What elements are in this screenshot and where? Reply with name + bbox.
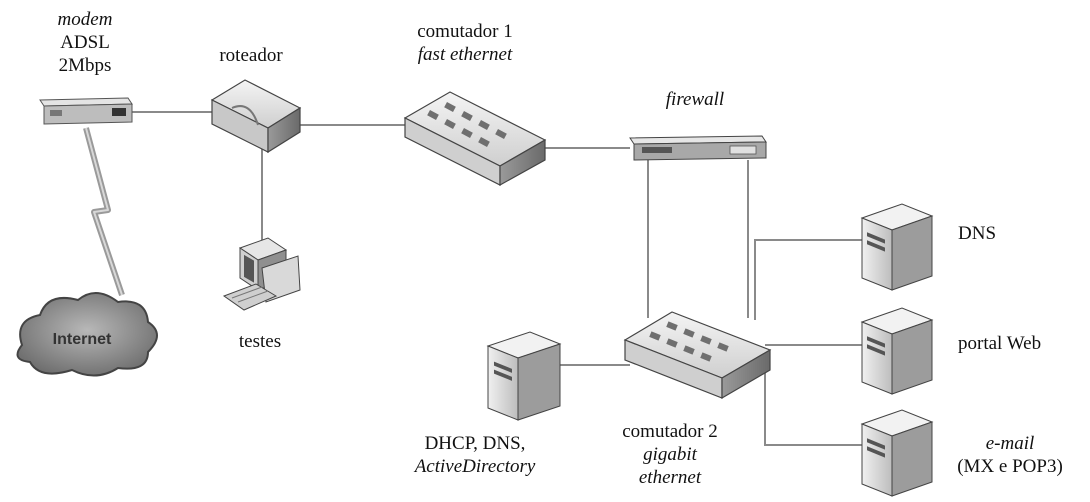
dhcp-server-icon: [486, 331, 562, 421]
modem-label: modem ADSL 2Mbps: [57, 9, 113, 76]
email-server-icon: [860, 409, 934, 497]
test-pc-label: testes: [238, 331, 282, 352]
internet-label: Internet: [53, 331, 112, 348]
portal-label: portal Web: [958, 333, 1042, 354]
link-switch2-dns: [754, 239, 865, 320]
router-label: roteador: [219, 45, 283, 66]
dns-server-icon: [860, 203, 934, 291]
modem-icon: [39, 97, 133, 125]
firewall-label: firewall: [665, 89, 725, 110]
connections: [128, 111, 865, 446]
dns-label: DNS: [958, 223, 997, 244]
link-switch2-email: [764, 360, 865, 446]
firewall-icon: [629, 135, 767, 161]
switch2-icon: [623, 311, 772, 400]
dhcp-label: DHCP, DNS, ActiveDirectory: [414, 433, 536, 477]
portal-server-icon: [860, 307, 934, 395]
switch1-label: comutador 1 fast ethernet: [417, 21, 513, 65]
switch2-label: comutador 2 gigabit ethernet: [622, 421, 718, 488]
internet-cloud-icon: Internet: [16, 292, 158, 377]
router-icon: [210, 79, 302, 154]
email-label: e-mail (MX e POP3): [957, 433, 1063, 477]
test-pc-icon: [222, 237, 301, 311]
switch1-icon: [403, 91, 547, 187]
